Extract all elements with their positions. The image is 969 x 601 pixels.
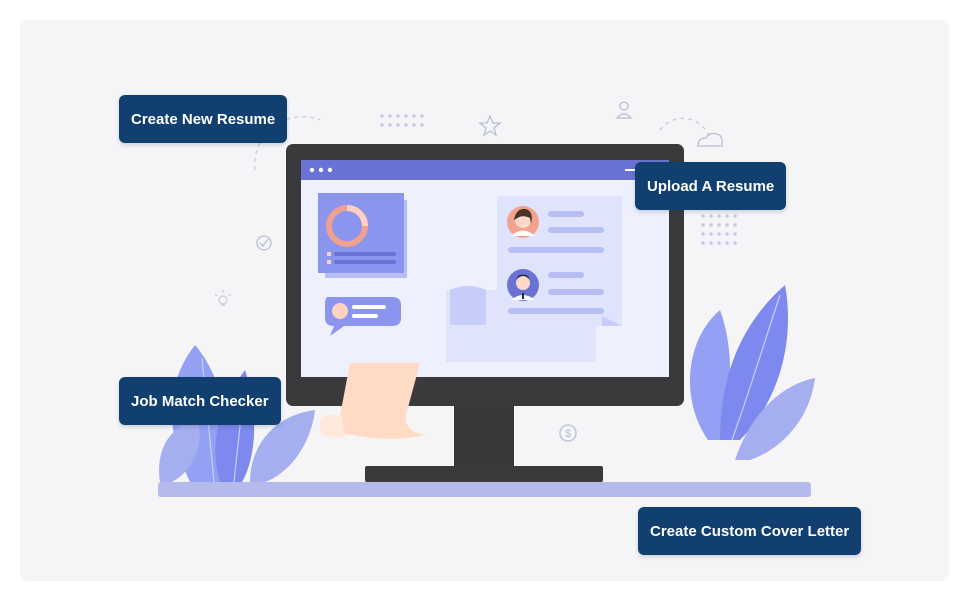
dot-grid-top: [380, 114, 424, 127]
plant-right: [689, 285, 815, 460]
create-new-resume-button[interactable]: Create New Resume: [119, 95, 288, 143]
desk: [158, 482, 811, 497]
screen-title-bar: [301, 160, 669, 180]
lightbulb-icon: [214, 290, 232, 306]
upload-resume-button[interactable]: Upload A Resume: [635, 162, 787, 210]
user-avatar-icon: [507, 206, 539, 238]
create-cover-letter-button[interactable]: Create Custom Cover Letter: [638, 507, 862, 555]
monitor-base: [365, 466, 603, 482]
check-circle-icon: [256, 235, 272, 251]
cloud-icon: [697, 132, 723, 147]
star-icon: [478, 114, 502, 137]
paper-scroll: [320, 363, 425, 439]
dot-grid-right: [701, 214, 737, 245]
job-match-checker-button[interactable]: Job Match Checker: [119, 377, 281, 425]
svg-text:$: $: [565, 428, 571, 440]
illustration-stage: $: [20, 20, 949, 581]
computer-illustration: $: [158, 101, 815, 497]
person-icon: [615, 101, 633, 119]
monitor-neck: [454, 405, 514, 467]
dollar-icon: [559, 424, 577, 442]
